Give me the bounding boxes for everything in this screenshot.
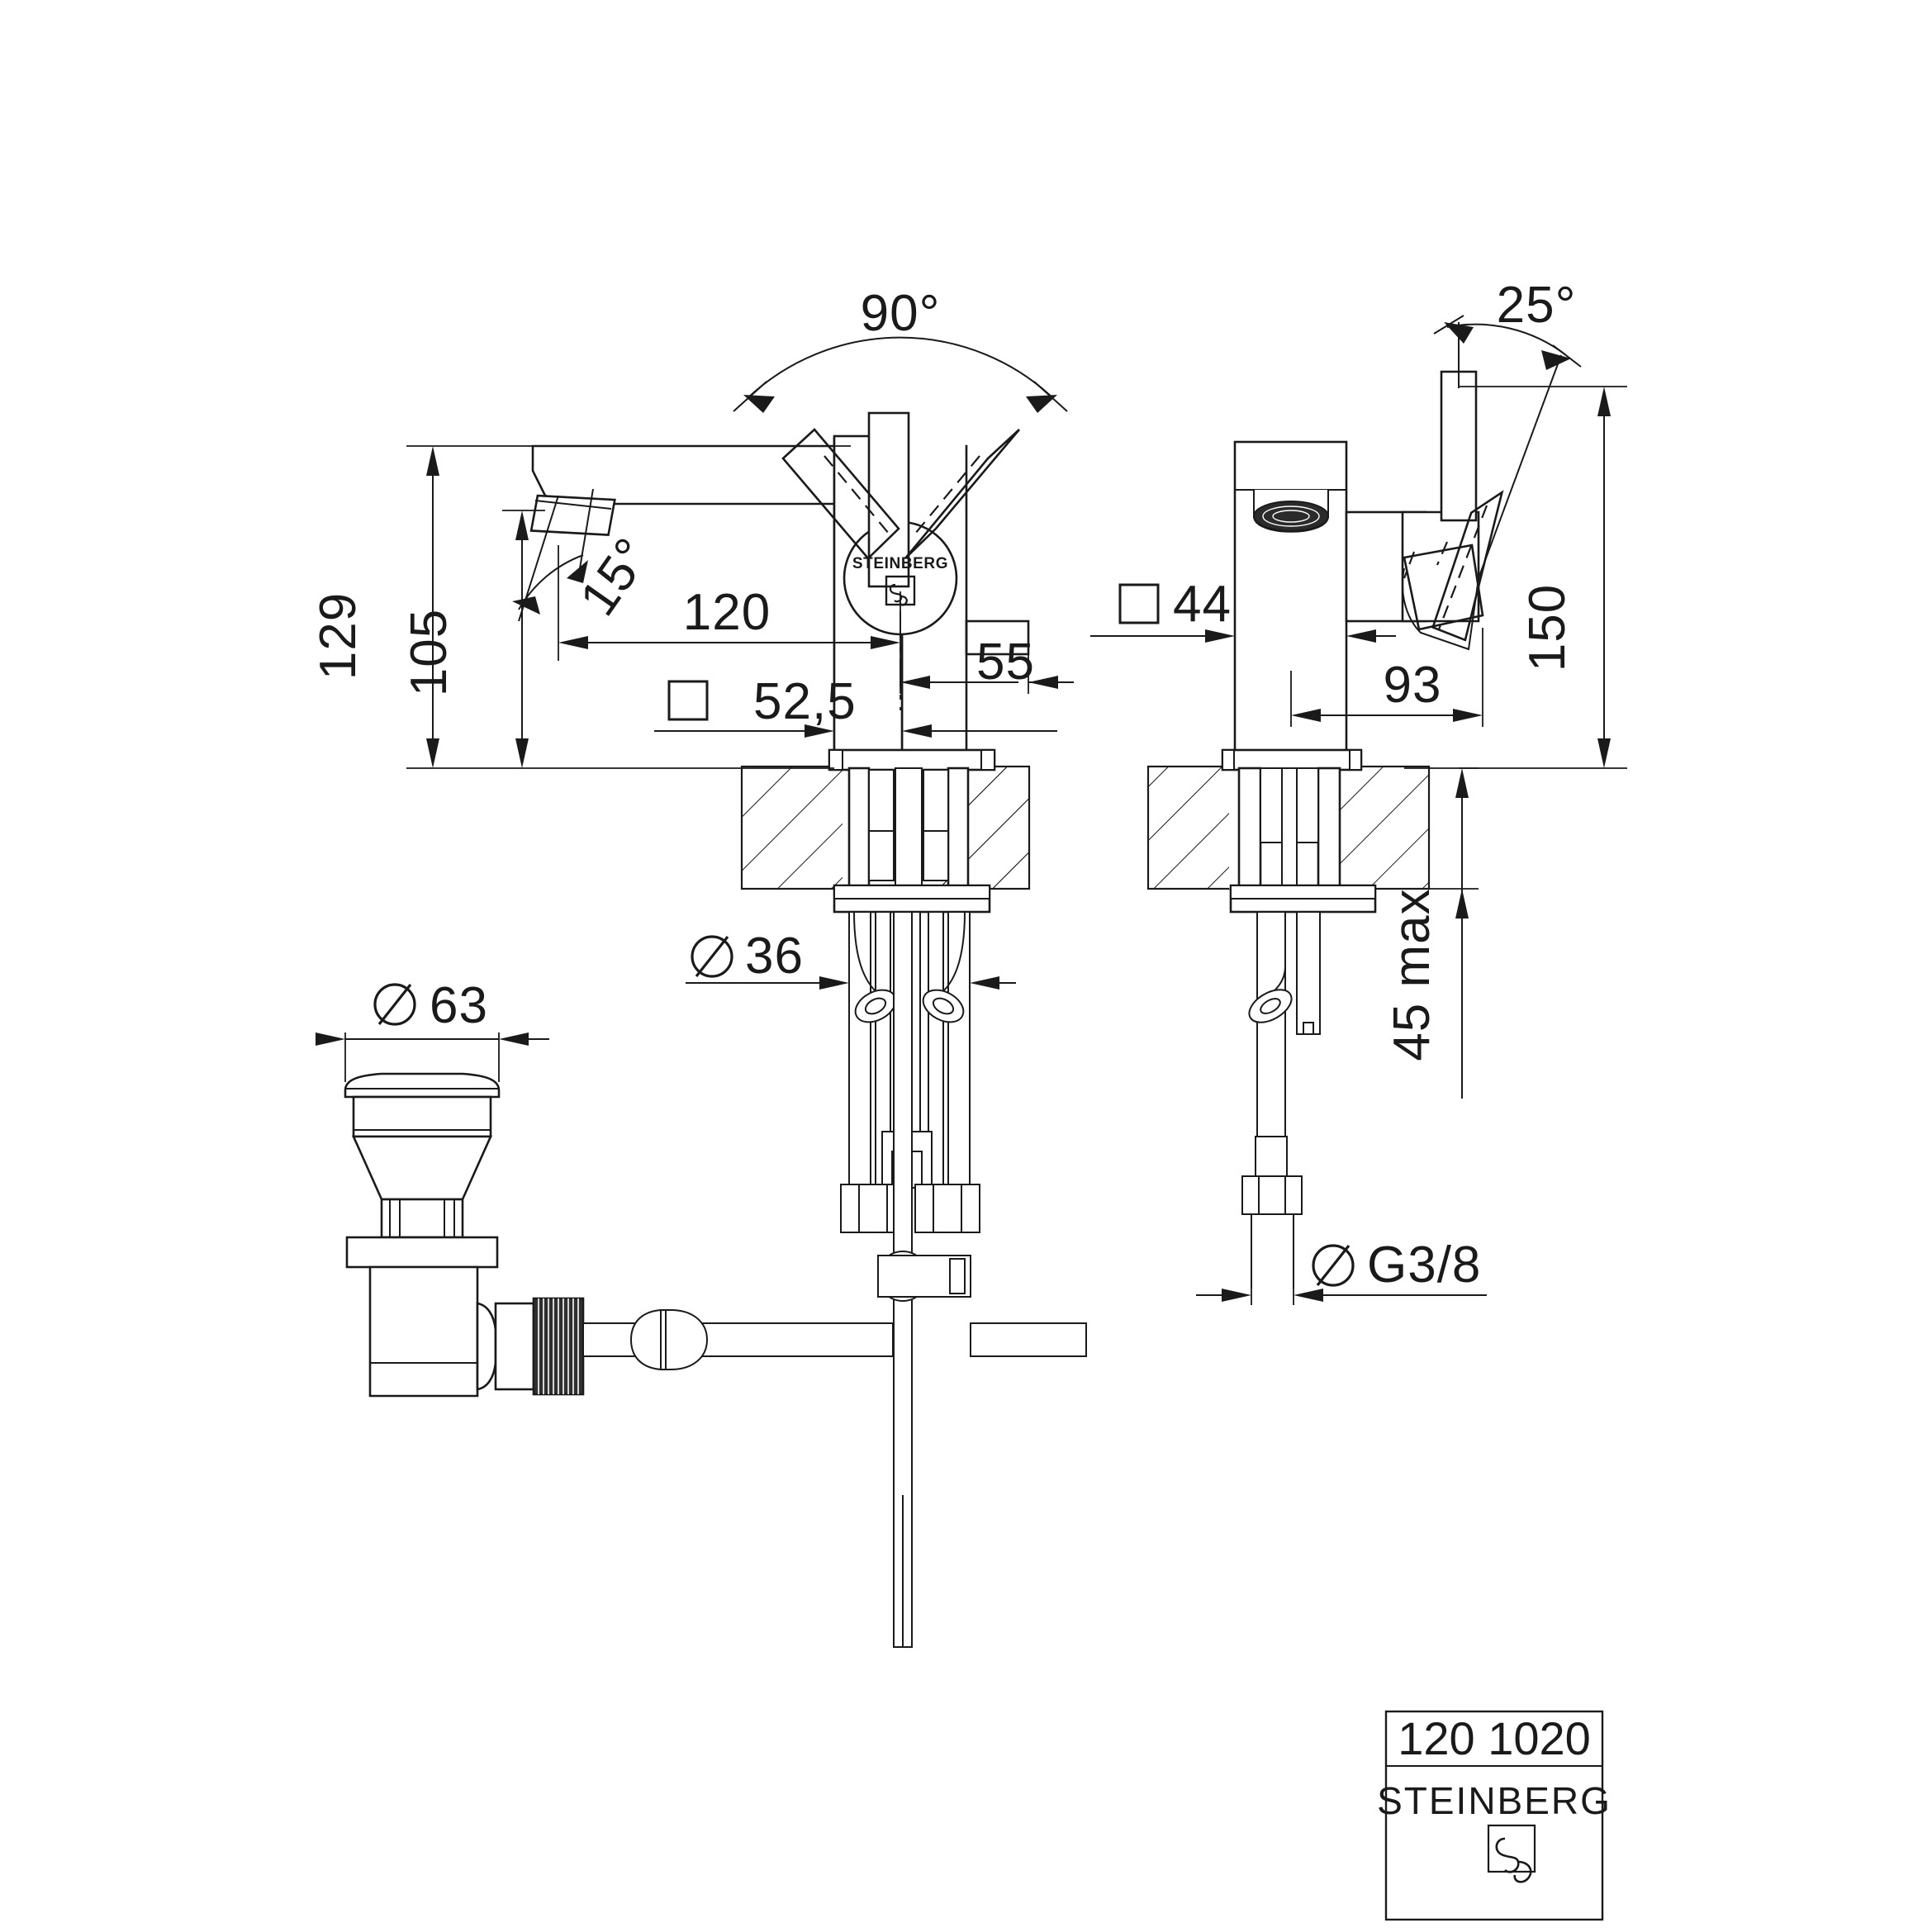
dim-label-supply-thread: G3/8 <box>1367 1237 1481 1294</box>
steinberg-monogram-icon <box>1495 1837 1532 1883</box>
dim-label-depth-overall: 93 <box>1384 657 1442 714</box>
dim-label-lever-tilt: 15° <box>569 528 662 626</box>
side-view-dimensions <box>1090 315 1627 1305</box>
dim-label-body-square-side: 44 <box>1173 576 1232 633</box>
dimension-text-layer: 129 105 15° 90° 120 52,5 55 36 25° 150 9… <box>310 277 1576 1294</box>
dim-label-height-total: 129 <box>310 592 367 680</box>
dim-label-height-spout: 105 <box>401 609 458 696</box>
brand-cap-logo: STEINBERG <box>852 555 948 606</box>
square-symbol-side <box>1118 583 1160 624</box>
title-block-brand: STEINBERG <box>1377 1779 1612 1822</box>
brand-cap-label: STEINBERG <box>852 555 948 572</box>
dim-label-counter-thickness: 45 max <box>1384 888 1441 1061</box>
dim-label-lever-swivel: 90° <box>861 285 941 342</box>
waste-dimensions <box>316 1032 549 1082</box>
lever-position-right <box>904 429 1020 559</box>
title-block-article-number: 120 1020 <box>1398 1712 1591 1764</box>
dim-label-spout-reach: 120 <box>683 584 771 641</box>
diameter-symbol-flange <box>373 983 416 1026</box>
title-block: 120 1020 STEINBERG <box>1377 1710 1612 1921</box>
dim-label-flange-diameter: 63 <box>430 977 488 1034</box>
dim-label-base-diameter: 36 <box>745 928 804 985</box>
diameter-symbol-supply <box>1312 1244 1355 1287</box>
diameter-symbol-base <box>691 935 733 978</box>
square-symbol-front <box>667 680 709 721</box>
lever-position-left <box>781 428 900 560</box>
dim-label-lever-lift: 25° <box>1497 277 1577 334</box>
front-view-geometry <box>529 411 1031 1648</box>
dim-label-rear-offset: 55 <box>976 634 1035 691</box>
pop-up-waste-geometry <box>344 1072 1087 1398</box>
steinberg-monogram-cap-icon <box>889 583 903 603</box>
side-view-geometry <box>1146 370 1504 1289</box>
front-view-dimensions <box>406 336 1074 991</box>
dim-label-body-square: 52,5 <box>753 673 857 730</box>
title-block-frame <box>1384 1710 1604 1921</box>
dim-label-height-overall: 150 <box>1519 584 1576 672</box>
